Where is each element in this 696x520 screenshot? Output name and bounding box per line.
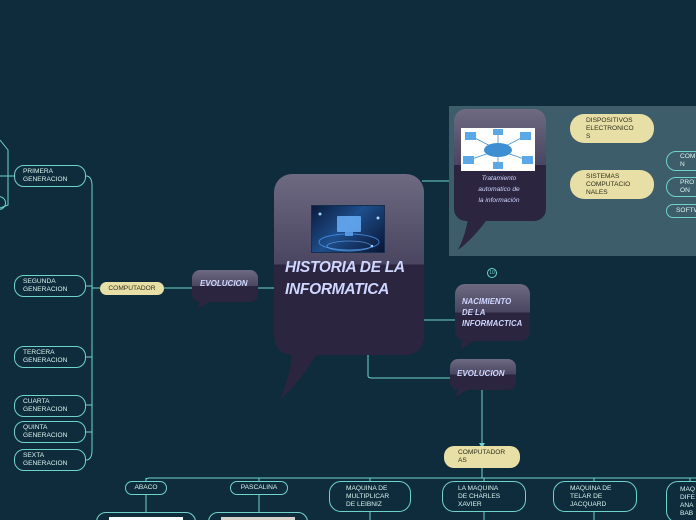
sub-item-2[interactable]: PRO ON xyxy=(666,177,696,197)
evolucion-bottom-label: EVOLUCION xyxy=(457,369,505,378)
generation-pill-4[interactable]: CUARTA GENERACION xyxy=(14,395,86,417)
central-title: HISTORIA DE LA INFORMATICA xyxy=(285,259,405,298)
dispositivos-topic[interactable]: DISPOSITIVOS ELECTRONICO S xyxy=(570,114,654,143)
generation-label: CUARTA GENERACION xyxy=(23,398,68,413)
machine-pascalina[interactable]: PASCALINA xyxy=(230,481,288,495)
bubble-body xyxy=(192,270,258,302)
bubble-body xyxy=(450,359,516,390)
computer-screen-image xyxy=(311,205,385,253)
nacimiento-bubble-tail xyxy=(460,338,478,350)
machine-jacquard[interactable]: MAQUINA DE TELAR DE JACQUARD xyxy=(553,481,637,512)
sub-item-label: SOFTW xyxy=(676,207,696,214)
central-bubble-body xyxy=(274,174,424,355)
sub-item-label: PRO ON xyxy=(680,179,695,194)
sub-item-3[interactable]: SOFTW xyxy=(666,204,696,218)
machine-label: MAQ DIFE ANA BAB xyxy=(680,486,696,517)
generation-pill-2[interactable]: SEGUNDA GENERACION xyxy=(14,275,86,297)
count-badge-value: 10 xyxy=(489,270,495,276)
generation-label: TERCERA GENERACION xyxy=(23,349,68,364)
nacimiento-bubble-body xyxy=(455,284,530,341)
machine-label: LA MAQUINA DE CHARLES XAVIER xyxy=(458,484,501,508)
pascalina-image-card[interactable] xyxy=(208,512,308,520)
machine-label: ABACO xyxy=(134,484,158,491)
computador-topic[interactable]: COMPUTADOR xyxy=(100,282,164,295)
network-computers-icon xyxy=(463,129,533,169)
generation-pill-1[interactable]: PRIMERA GENERACION xyxy=(14,165,86,187)
sub-item-1[interactable]: COM N xyxy=(666,151,696,171)
bubble-tail xyxy=(456,388,470,397)
sub-item-label: COM N xyxy=(680,153,696,168)
generation-label: QUINTA GENERACION xyxy=(23,424,68,439)
tratamiento-bubble-tail xyxy=(458,218,488,250)
machine-leibniz[interactable]: MAQUINA DE MULTIPLICAR DE LEIBNIZ xyxy=(329,481,411,512)
count-badge[interactable]: 10 xyxy=(487,268,497,278)
dispositivos-label: DISPOSITIVOS ELECTRONICO S xyxy=(586,116,634,140)
evolucion-left-label: EVOLUCION xyxy=(200,279,248,288)
computadoras-label: COMPUTADOR AS xyxy=(458,449,506,464)
machine-charles-xavier[interactable]: LA MAQUINA DE CHARLES XAVIER xyxy=(442,481,526,512)
machine-label: MAQUINA DE MULTIPLICAR DE LEIBNIZ xyxy=(346,484,390,508)
machine-abaco[interactable]: ABACO xyxy=(125,481,167,495)
network-globe-icon xyxy=(318,212,380,252)
network-diagram-image xyxy=(461,128,535,171)
machine-label: PASCALINA xyxy=(240,484,278,491)
tratamiento-label: Tratamiento automatico de la información xyxy=(478,175,520,204)
computadoras-topic[interactable]: COMPUTADOR AS xyxy=(444,446,520,468)
generation-pill-3[interactable]: TERCERA GENERACION xyxy=(14,346,86,368)
generation-label: SEXTA GENERACION xyxy=(23,452,68,467)
bubble-tail xyxy=(198,300,212,309)
abaco-image-card[interactable] xyxy=(96,512,196,520)
generation-label: PRIMERA GENERACION xyxy=(23,168,68,183)
machine-label: MAQUINA DE TELAR DE JACQUARD xyxy=(570,484,612,508)
generation-pill-6[interactable]: SEXTA GENERACION xyxy=(14,449,86,471)
nacimiento-label: NACIMIENTO DE LA INFORMACTICA xyxy=(462,297,523,328)
generation-label: SEGUNDA GENERACION xyxy=(23,278,68,293)
pascalina-image xyxy=(221,517,295,520)
sistemas-label: SISTEMAS COMPUTACIO NALES xyxy=(586,172,631,196)
machine-babbage[interactable]: MAQ DIFE ANA BAB xyxy=(666,481,696,520)
computador-label: COMPUTADOR xyxy=(108,284,156,292)
generation-pill-5[interactable]: QUINTA GENERACION xyxy=(14,421,86,443)
sistemas-topic[interactable]: SISTEMAS COMPUTACIO NALES xyxy=(570,170,654,199)
abaco-image xyxy=(109,517,183,520)
central-bubble-tail xyxy=(280,352,318,400)
